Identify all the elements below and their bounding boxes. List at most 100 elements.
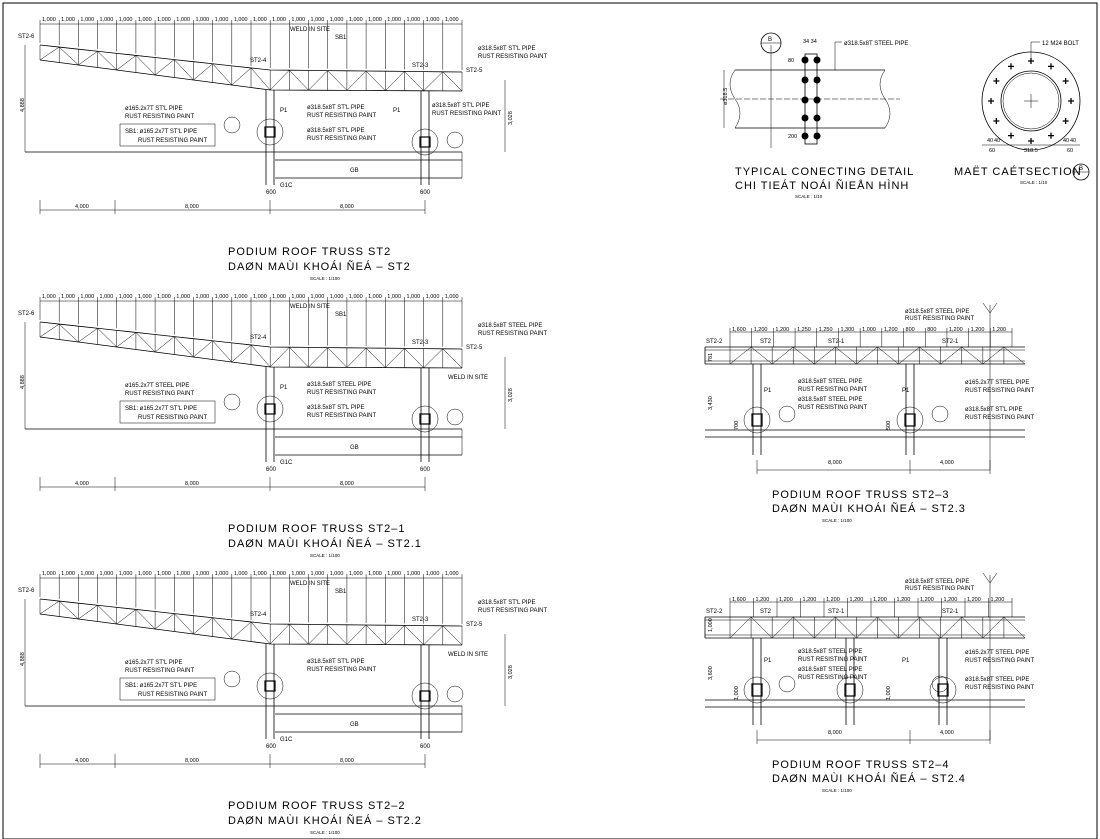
truss-diagonal (308, 70, 328, 91)
label-p1b: P1 (902, 388, 910, 394)
truss-diagonal (423, 348, 443, 368)
label-pipe-m2-2: RUST RESISTING PAINT (307, 136, 376, 142)
bottom-dimension-value: 4,000 (940, 460, 954, 466)
column-height-dimension: 3,430 (708, 396, 714, 410)
label-pipe-r-2: RUST RESISTING PAINT (432, 111, 501, 117)
label-pipe-m2-1: ø318.5x8T ST'L PIPE (307, 405, 365, 411)
label-pipe-tr-1: ø318.5x8T ST'L PIPE (478, 600, 536, 606)
detail-callout-circle (896, 406, 924, 434)
section-marker (446, 408, 464, 426)
label-pipe-r-1: ø318.5x8T ST'L PIPE (432, 103, 490, 109)
dim-200: 200 (788, 134, 797, 140)
truss-diagonal (346, 624, 367, 645)
truss-diagonal (212, 340, 233, 363)
section-marker (223, 393, 241, 411)
truss-diagonal (423, 625, 443, 645)
truss-diagonal (231, 621, 252, 640)
label-st2-2: ST2-2 (706, 339, 723, 345)
section-marker (931, 405, 949, 423)
label-st2-1a: ST2-1 (828, 339, 845, 345)
truss-diagonal (771, 616, 794, 639)
label-top-pipe-1: ø318.5x8T STEEL PIPE (905, 309, 969, 315)
label-st2-6: ST2-6 (18, 311, 35, 317)
detail-callout-circle (256, 395, 284, 423)
truss-diagonal (135, 609, 156, 630)
label-p1a: P1 (280, 385, 288, 391)
dimension-value: 1,000 (42, 294, 56, 300)
truss-diagonal (97, 605, 117, 625)
truss-diagonal (154, 336, 175, 353)
dimension-value: 1,000 (445, 294, 459, 300)
label-sb1: SB1 (335, 312, 347, 318)
dimension-value: 1,200 (949, 327, 963, 333)
bolt-icon (813, 132, 821, 140)
dimension-value: 1,000 (330, 17, 344, 23)
section-marker (223, 116, 241, 134)
detail-callout-circle (411, 128, 439, 156)
pipe-label: ø318.5x8T STEEL PIPE (844, 41, 908, 47)
dimension-value: 1,200 (754, 327, 768, 333)
dimension-value: 1,000 (176, 17, 190, 23)
column-p1 (743, 638, 771, 725)
truss-diagonal (729, 346, 752, 365)
label-pipe-tr-2: RUST RESISTING PAINT (478, 331, 547, 337)
truss-diagonal (793, 346, 815, 365)
label-pipe-m1-2: RUST RESISTING PAINT (307, 667, 376, 673)
label-st2-3: ST2-3 (412, 617, 429, 623)
truss-diagonal (404, 348, 424, 368)
truss-diagonal (835, 346, 857, 365)
dimension-value: 1,000 (253, 294, 267, 300)
dimension-value: 1,000 (215, 17, 229, 23)
truss-diagonal (771, 346, 794, 365)
label-p1b: P1 (393, 108, 401, 114)
truss-diagonal (346, 70, 367, 91)
truss-diagonal (78, 605, 98, 620)
column-p1 (411, 90, 439, 185)
truss-diagonal (308, 624, 328, 645)
truss-diagonal (898, 616, 920, 639)
dimension-value: 1,000 (426, 17, 440, 23)
height-dimension: 4,888 (20, 375, 26, 389)
dimension-value: 1,000 (368, 294, 382, 300)
detail-callout-circle (256, 672, 284, 700)
label-r2-1: ø318.5x8T STEEL PIPE (965, 677, 1029, 683)
truss-diagonal (750, 346, 773, 365)
dimension-value: 1,000 (272, 571, 286, 577)
dimension-value: 1,000 (100, 571, 114, 577)
label-gb: GB (350, 722, 359, 728)
sb1-note-box (119, 677, 216, 701)
dimension-value: 1,000 (234, 17, 248, 23)
column-p1 (411, 367, 439, 462)
truss-diagonal (919, 346, 941, 365)
label-st2: ST2 (760, 339, 772, 345)
label-pipe-m1-1: ø318.5x8T STEEL PIPE (307, 382, 371, 388)
label-gb: GB (350, 168, 359, 174)
dimension-value: 1,000 (272, 294, 286, 300)
drawing-scale: SCALE : 1/100 (310, 830, 340, 835)
truss-diagonal (97, 51, 117, 71)
bolt-icon (813, 114, 821, 122)
dimension-value: 1,200 (850, 597, 864, 603)
label-st2-3: ST2-3 (412, 63, 429, 69)
label-m1-1: ø318.5x8T STEEL PIPE (798, 379, 862, 385)
truss-diagonal (174, 336, 194, 358)
drawing-scale: SCALE : 1/100 (310, 553, 340, 558)
label-weld: WELD IN SITE (290, 304, 330, 310)
label-pipe-tr-1: ø318.5x8T STEEL PIPE (478, 323, 542, 329)
dimension-value: 1,000 (42, 17, 56, 23)
truss-diagonal (346, 347, 367, 368)
label-top-pipe-2: RUST RESISTING PAINT (905, 586, 974, 592)
truss-diagonal (135, 332, 156, 353)
dimension-value: 1,000 (311, 571, 325, 577)
truss-diagonal (856, 346, 878, 365)
bottom-dimension-value: 4,000 (940, 730, 954, 736)
label-m2-1: ø318.5x8T STEEL PIPE (798, 397, 862, 403)
bolt-hole-icon (993, 118, 1000, 124)
truss-diagonal (365, 70, 386, 91)
label-pipe-l-1: ø165.2x7T ST'L PIPE (125, 660, 183, 666)
dimension-value: 1,200 (971, 327, 985, 333)
base-height-dimension: 500 (886, 421, 892, 430)
